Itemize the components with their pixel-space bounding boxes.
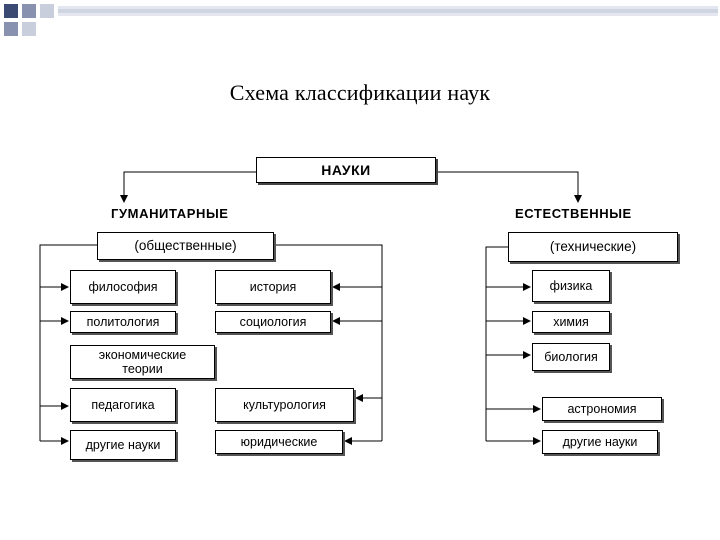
corner-decoration	[4, 4, 718, 36]
right-item-astronomy: астрономия	[542, 397, 662, 421]
right-item-chemistry: химия	[532, 311, 610, 333]
left-item-other-sciences: другие науки	[70, 430, 176, 460]
right-item-other-sciences: другие науки	[542, 430, 658, 454]
page-title: Схема классификации наук	[229, 80, 491, 105]
left-item-political-science: политология	[70, 311, 176, 333]
right-item-biology: биология	[532, 343, 610, 371]
left-item-pedagogy: педагогика	[70, 388, 176, 422]
right-category-label: ЕСТЕСТВЕННЫЕ	[514, 206, 633, 221]
left-item-history: история	[215, 270, 331, 304]
right-item-physics: физика	[532, 270, 610, 302]
left-item-culturology: культурология	[215, 388, 354, 422]
left-category-label: ГУМАНИТАРНЫЕ	[110, 206, 230, 221]
right-subtitle-box: (технические)	[508, 232, 678, 262]
left-item-sociology: социология	[215, 311, 331, 333]
left-item-economic-theories: экономические теории	[70, 345, 215, 379]
left-item-philosophy: философия	[70, 270, 176, 304]
left-item-law: юридические	[215, 430, 343, 454]
left-subtitle-box: (общественные)	[97, 232, 274, 260]
root-node-box: НАУКИ	[256, 157, 436, 183]
